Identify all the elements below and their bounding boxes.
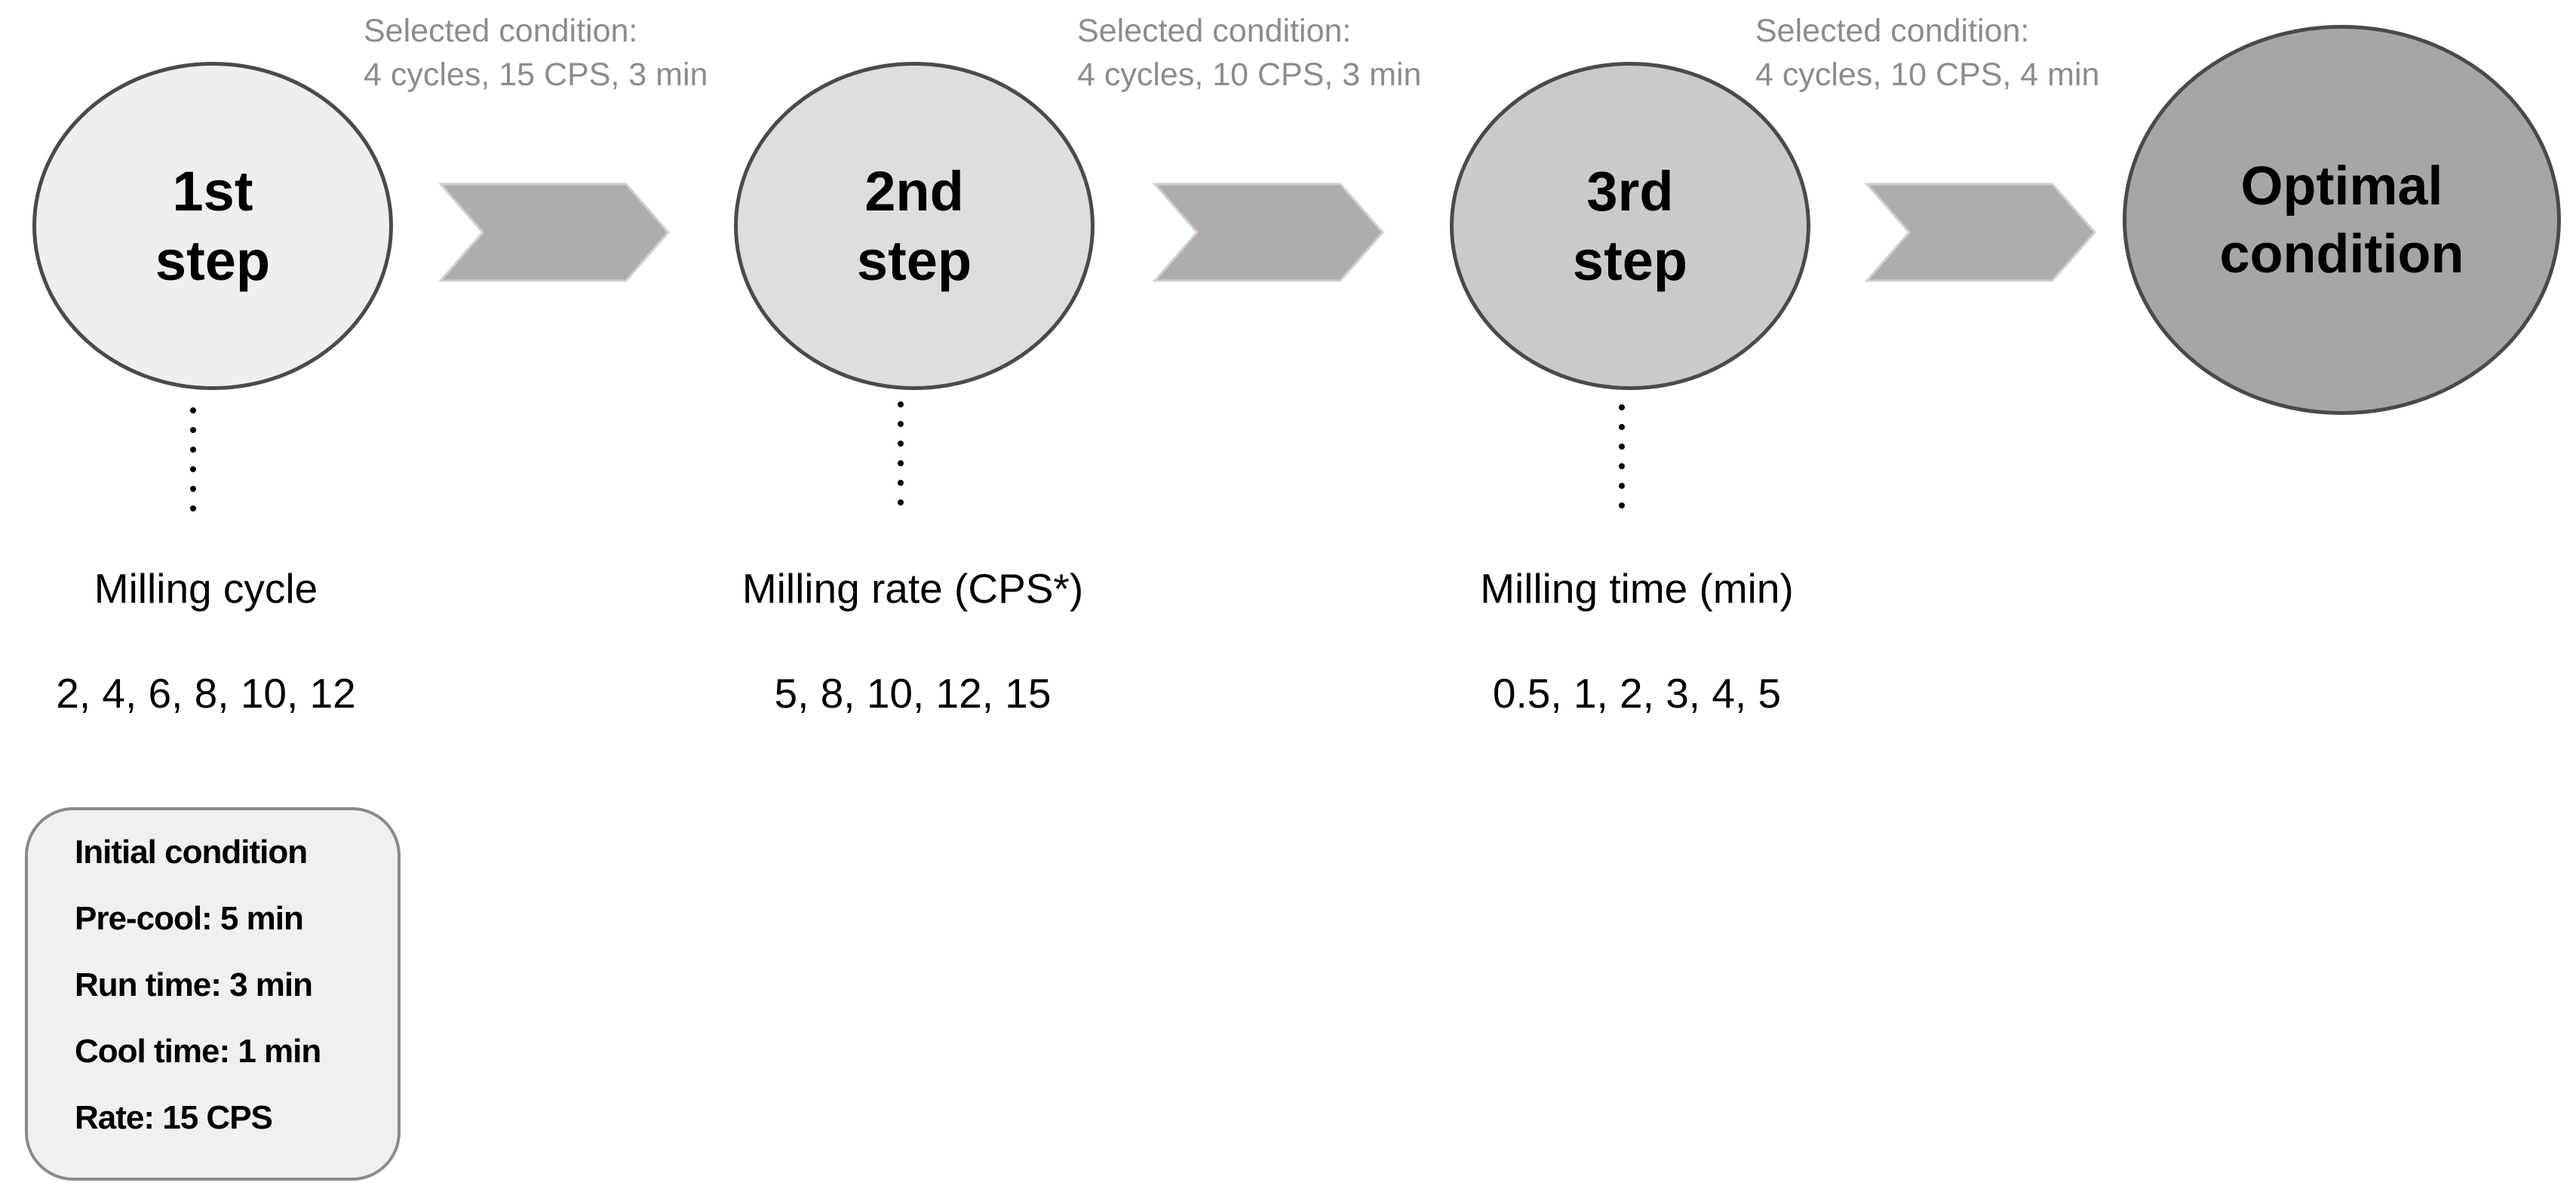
chevron-arrow-icon xyxy=(1152,183,1384,282)
selected-condition-3: Selected condition: 4 cycles, 10 CPS, 4 … xyxy=(1755,9,2099,97)
selected-condition-2: Selected condition: 4 cycles, 10 CPS, 3 … xyxy=(1077,9,1421,97)
step-1-parameter-values: 2, 4, 6, 8, 10, 12 xyxy=(56,670,356,717)
chevron-arrow-icon xyxy=(1864,183,2096,282)
selected-condition-heading: Selected condition: xyxy=(1755,13,2030,49)
step-2-title: 2nd step xyxy=(856,159,972,292)
step-3-parameter-label: Milling time (min) xyxy=(1480,565,1794,612)
step-1-node: 1st step xyxy=(32,62,393,390)
initial-condition-rate: Rate: 15 CPS xyxy=(75,1099,273,1136)
step-3-node: 3rd step xyxy=(1450,62,1810,390)
initial-condition-title: Initial condition xyxy=(75,834,308,871)
step-3-title: 3rd step xyxy=(1572,159,1688,292)
selected-condition-heading: Selected condition: xyxy=(364,13,638,49)
optimal-condition-node: Optimal condition xyxy=(2123,25,2561,415)
dotted-connector xyxy=(897,401,904,519)
selected-condition-heading: Selected condition: xyxy=(1077,13,1352,49)
step-2-parameter-values: 5, 8, 10, 12, 15 xyxy=(774,670,1052,717)
step-2-parameter-label: Milling rate (CPS*) xyxy=(741,565,1084,612)
step-3-parameter-values: 0.5, 1, 2, 3, 4, 5 xyxy=(1492,670,1782,717)
initial-condition-precool: Pre-cool: 5 min xyxy=(75,900,304,937)
initial-condition-box: Initial condition Pre-cool: 5 min Run ti… xyxy=(25,807,401,1181)
selected-condition-value: 4 cycles, 10 CPS, 3 min xyxy=(1077,57,1422,93)
optimal-condition-title: Optimal condition xyxy=(2219,155,2464,284)
dotted-connector xyxy=(1618,404,1626,522)
selected-condition-value: 4 cycles, 15 CPS, 3 min xyxy=(364,57,708,93)
step-1-title: 1st step xyxy=(155,159,271,292)
initial-condition-run-time: Run time: 3 min xyxy=(75,966,313,1003)
selected-condition-value: 4 cycles, 10 CPS, 4 min xyxy=(1755,57,2100,93)
dotted-connector xyxy=(189,407,197,525)
chevron-arrow-icon xyxy=(438,183,670,282)
selected-condition-1: Selected condition: 4 cycles, 15 CPS, 3 … xyxy=(364,9,708,97)
step-2-node: 2nd step xyxy=(734,62,1095,390)
initial-condition-cool-time: Cool time: 1 min xyxy=(75,1033,321,1070)
step-1-parameter-label: Milling cycle xyxy=(94,565,318,612)
